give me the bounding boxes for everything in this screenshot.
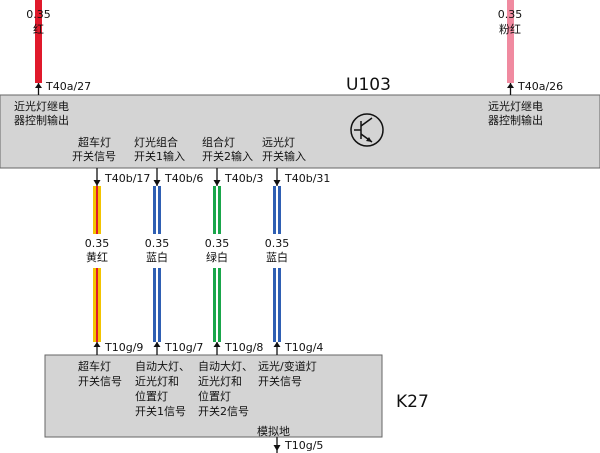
pin-arrows-u103-bottom <box>93 168 281 186</box>
pin-arrows-k27-top <box>93 342 281 355</box>
u103-input-1-line2: 开关信号 <box>72 150 116 163</box>
pin-label-t40b-6: T40b/6 <box>165 172 204 185</box>
u103-input-3-line2: 开关2输入 <box>202 150 253 163</box>
wire-blue-white-1-color: 蓝白 <box>146 251 168 264</box>
wire-blue-white-2-color: 蓝白 <box>266 251 288 264</box>
k27-box <box>44 354 383 438</box>
k27-label: K27 <box>396 392 429 412</box>
pin-label-t40b-31: T40b/31 <box>285 172 331 185</box>
u103-input-3-line1: 组合灯 <box>202 136 235 149</box>
k27-signal-3-line1: 自动大灯、 <box>198 360 253 373</box>
u103-input-2-line1: 灯光组合 <box>134 136 178 149</box>
k27-signal-1-line2: 开关信号 <box>78 375 122 388</box>
k27-signal-2-line1: 自动大灯、 <box>135 360 190 373</box>
k27-signal-3-line4: 开关2信号 <box>198 405 249 418</box>
pin-label-t10g-8: T10g/8 <box>225 341 264 354</box>
wire-blue-white-2 <box>273 186 281 342</box>
k27-signal-1-line1: 超车灯 <box>78 360 111 373</box>
pin-label-t10g-4: T10g/4 <box>285 341 324 354</box>
wire-yellow-red-color: 黄红 <box>86 251 108 264</box>
u103-input-1-line1: 超车灯 <box>78 136 111 149</box>
u103-input-2-line2: 开关1输入 <box>134 150 185 163</box>
transistor-icon <box>350 113 384 147</box>
pin-label-t40b-17: T40b/17 <box>105 172 151 185</box>
u103-left-output-line2: 器控制输出 <box>14 114 69 127</box>
pin-label-t40b-3: T40b/3 <box>225 172 264 185</box>
wire-red <box>35 0 42 83</box>
pin-arrow-left <box>35 83 42 95</box>
wire-green-white <box>213 186 221 342</box>
wire-green-white-color: 绿白 <box>206 251 228 264</box>
k27-signal-2-line3: 位置灯 <box>135 390 168 403</box>
u103-input-4-line2: 开关输入 <box>262 150 306 163</box>
k27-signal-2-line4: 开关1信号 <box>135 405 186 418</box>
pin-label-t40a-27: T40a/27 <box>46 80 92 93</box>
u103-input-4-line1: 远光灯 <box>262 136 295 149</box>
wire-red-gauge: 0.35 <box>26 8 51 21</box>
pin-arrow-right <box>507 83 514 95</box>
u103-left-output-line1: 近光灯继电 <box>14 100 69 113</box>
pin-label-t40a-26: T40a/26 <box>518 80 564 93</box>
wire-pink-gauge: 0.35 <box>497 8 523 21</box>
u103-box <box>0 94 600 169</box>
k27-signal-3-line2: 近光灯和 <box>198 375 242 388</box>
u103-right-output-line2: 器控制输出 <box>488 114 543 127</box>
u103-label: U103 <box>346 75 391 95</box>
k27-signal-2-line2: 近光灯和 <box>135 375 179 388</box>
wire-blue-white-1-gauge: 0.35 <box>144 237 170 250</box>
pin-label-t10g-7: T10g/7 <box>165 341 204 354</box>
u103-right-output-line1: 远光灯继电 <box>488 100 543 113</box>
ground-pin-arrow <box>273 437 281 453</box>
wire-pink <box>507 0 514 83</box>
pin-label-t10g-5: T10g/5 <box>285 439 324 452</box>
wire-green-white-gauge: 0.35 <box>204 237 230 250</box>
wire-yellow-red <box>93 186 101 342</box>
wire-yellow-red-gauge: 0.35 <box>84 237 110 250</box>
k27-signal-3-line3: 位置灯 <box>198 390 231 403</box>
wire-blue-white-2-gauge: 0.35 <box>264 237 290 250</box>
wire-red-color: 红 <box>33 23 44 36</box>
k27-signal-4-line2: 开关信号 <box>258 375 302 388</box>
pin-label-t10g-9: T10g/9 <box>105 341 144 354</box>
wire-pink-color: 粉红 <box>499 23 521 36</box>
wire-blue-white-1 <box>153 186 161 342</box>
k27-ground-label: 模拟地 <box>257 425 290 438</box>
k27-signal-4-line1: 远光/变道灯 <box>258 360 317 373</box>
